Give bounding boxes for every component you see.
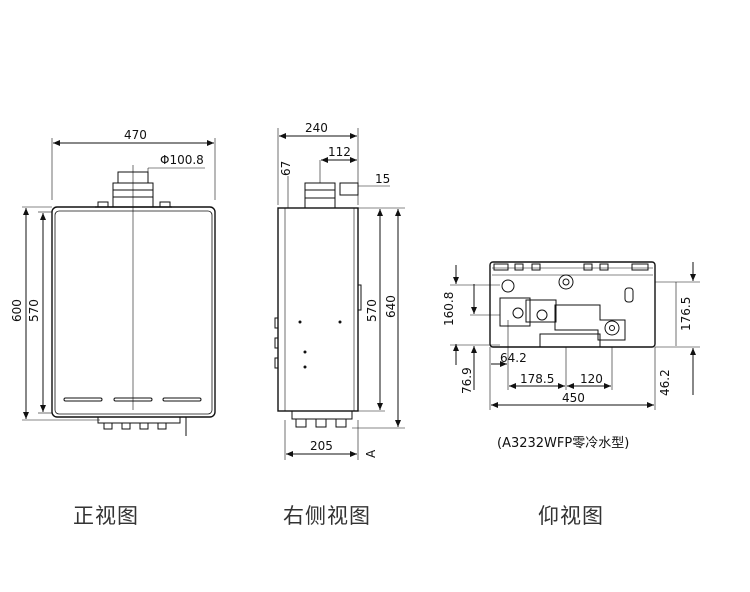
side-height-total-dim: 640	[384, 295, 398, 318]
front-view-caption: 正视图	[73, 504, 139, 528]
front-body-outline	[51, 206, 216, 418]
bottom-width-dim: 450	[562, 391, 585, 405]
bottom-offset-b-dim: 178.5	[520, 372, 554, 386]
side-view-caption: 右侧视图	[283, 504, 371, 528]
bottom-right-upper-dim: 176.5	[679, 297, 693, 331]
side-top-right-dim: 15	[375, 172, 390, 186]
bottom-right-lower-dim: 46.2	[658, 369, 672, 396]
side-top-gap-dim: 67	[279, 161, 293, 176]
bottom-fittings	[499, 274, 634, 348]
bottom-left-lower-dim: 76.9	[460, 367, 474, 394]
bottom-studs	[493, 263, 649, 271]
bottom-left-upper-dim: 160.8	[442, 292, 456, 326]
front-body-inner	[54, 210, 213, 415]
front-width-dim: 470	[124, 128, 147, 142]
side-height-body-dim: 570	[365, 299, 379, 322]
front-height-body-dim: 570	[27, 299, 41, 322]
side-bottom-dim: 205	[310, 439, 333, 453]
front-connectors	[97, 416, 187, 436]
side-ref-label: A	[364, 449, 378, 458]
side-depth-dim: 240	[305, 121, 328, 135]
side-view	[274, 128, 405, 460]
side-flue	[304, 182, 359, 209]
side-fittings	[291, 410, 353, 428]
front-view	[22, 138, 216, 436]
side-body-outline	[277, 207, 359, 412]
side-flue-offset-dim: 112	[328, 145, 351, 159]
front-flue-dim: Φ100.8	[160, 153, 204, 167]
bottom-offset-c-dim: 120	[580, 372, 603, 386]
bottom-view	[450, 261, 700, 410]
bottom-offset-a-dim: 64.2	[500, 351, 527, 365]
front-height-total-dim: 600	[10, 299, 24, 322]
model-note: (A3232WFP零冷水型)	[497, 436, 630, 451]
bottom-view-caption: 仰视图	[538, 504, 604, 528]
